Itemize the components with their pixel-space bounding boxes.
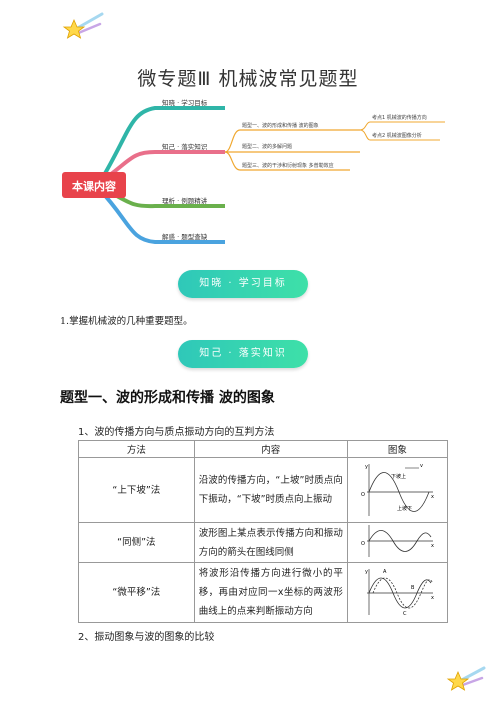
- section-banner: 知晓 · 学习目标: [178, 270, 308, 298]
- svg-text:x: x: [431, 595, 434, 601]
- mindmap-point: 考点1 机械波的传播方向: [372, 114, 427, 121]
- svg-text:y: y: [365, 464, 368, 470]
- mind-map: 本课内容 知晓 · 学习目标 知己 · 落实知识 理析 · 例题精讲 解惑 · …: [62, 98, 445, 244]
- svg-text:O: O: [361, 492, 365, 498]
- mindmap-branch: 知晓 · 学习目标: [162, 98, 208, 107]
- table-row: “同侧”法 波形图上某点表示传播方向和振动方向的箭头在图线同侧 O x: [78, 522, 449, 563]
- subheading: 2、振动图象与波的图象的比较: [78, 632, 215, 643]
- shooting-star-icon: [62, 12, 104, 39]
- mindmap-branch: 理析 · 例题精讲: [162, 196, 208, 205]
- svg-text:A: A: [383, 569, 387, 575]
- table-header: 图象: [346, 440, 449, 458]
- mindmap-topic: 题型三、波的干涉和衍射现象 多普勒效应: [242, 162, 334, 169]
- mindmap-topic: 题型一、波的形成和传播 波的图象: [242, 122, 319, 129]
- svg-text:下坡上: 下坡上: [391, 473, 406, 480]
- wave-shift-diagram: y A B C x: [365, 569, 434, 617]
- method-cell: “上下坡”法: [78, 457, 195, 523]
- subheading: 1、波的传播方向与质点振动方向的互判方法: [78, 427, 275, 438]
- table-row: “上下坡”法 沿波的传播方向，“上坡”时质点向下振动，“下坡”时质点向上振动 y…: [78, 457, 449, 523]
- svg-text:y: y: [365, 569, 368, 575]
- svg-text:x: x: [431, 543, 434, 549]
- section-heading: 题型一、波的形成和传播 波的图象: [60, 390, 275, 406]
- mindmap-topic: 题型二、波的多解问题: [242, 143, 292, 150]
- table-header-row: 方法 内容 图象: [78, 440, 449, 458]
- mindmap-point: 考点2 机械波图像分析: [372, 132, 422, 139]
- mindmap-branch: 解惑 · 题型查缺: [162, 232, 208, 241]
- svg-text:O: O: [361, 541, 365, 547]
- method-cell: “微平移”法: [78, 562, 195, 623]
- svg-text:C: C: [403, 611, 407, 617]
- table-header: 内容: [193, 440, 348, 458]
- mindmap-center: 本课内容: [72, 179, 116, 193]
- content-cell: 将波形沿传播方向进行微小的平移，再由对应同一x坐标的两波形曲线上的点来判断振动方…: [193, 562, 348, 623]
- section-banner: 知己 · 落实知识: [178, 340, 308, 368]
- svg-text:B: B: [411, 585, 415, 591]
- page-title: 微专题Ⅲ 机械波常见题型: [137, 68, 359, 90]
- svg-text:x: x: [431, 494, 434, 500]
- content-cell: 波形图上某点表示传播方向和振动方向的箭头在图线同侧: [193, 522, 348, 563]
- content-cell: 沿波的传播方向，“上坡”时质点向下振动，“下坡”时质点向上振动: [193, 457, 348, 523]
- method-cell: “同侧”法: [78, 522, 195, 563]
- mindmap-branch: 知己 · 落实知识: [162, 142, 208, 151]
- shooting-star-icon: [446, 666, 486, 691]
- svg-text:上坡下: 上坡下: [397, 505, 412, 512]
- method-table: 方法 内容 图象 “上下坡”法 沿波的传播方向，“上坡”时质点向下振动，“下坡”…: [78, 440, 449, 623]
- table-header: 方法: [78, 440, 195, 458]
- table-row: “微平移”法 将波形沿传播方向进行微小的平移，再由对应同一x坐标的两波形曲线上的…: [78, 562, 449, 623]
- wave-slope-diagram: y v 下坡上 上坡下 O x: [361, 463, 434, 516]
- wave-same-side-diagram: O x: [361, 525, 434, 557]
- svg-text:v: v: [420, 463, 423, 469]
- learning-goal: 1.掌握机械波的几种重要题型。: [60, 316, 193, 327]
